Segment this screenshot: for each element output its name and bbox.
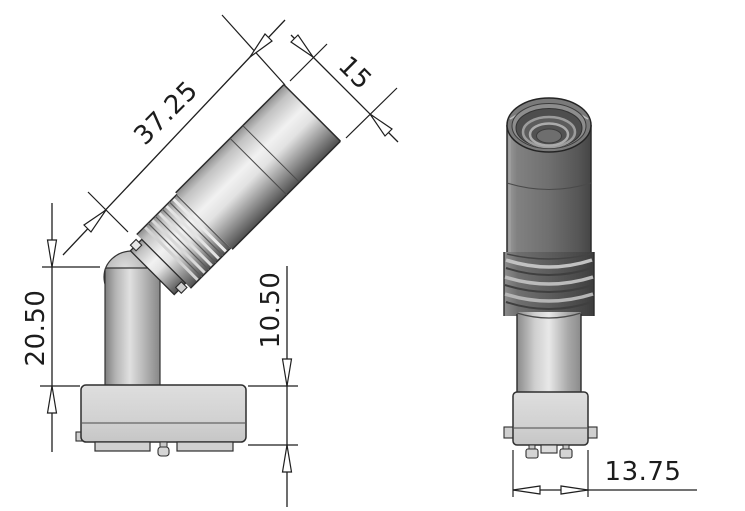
groove-highlight (144, 226, 199, 281)
barrel-seam-front (506, 182, 592, 190)
right-view: 13.75 (503, 97, 697, 497)
end-cap-notch (174, 281, 188, 294)
dimension-barrel-diameter: 15 (289, 34, 399, 143)
lens-center (536, 128, 562, 144)
groove-line (147, 222, 203, 278)
stem-front (516, 312, 582, 392)
barrel-face-edge (283, 84, 341, 142)
dim-label-post-height: 20.50 (21, 290, 51, 367)
barrel-end-cap (129, 238, 188, 296)
groove-line (168, 201, 224, 257)
dim-label-base-width: 13.75 (605, 457, 682, 487)
groove-highlight (151, 219, 206, 274)
end-cap-notch (129, 238, 143, 252)
arrowhead (281, 444, 293, 473)
grooved-collar (136, 193, 232, 289)
groove-highlight-arc (504, 292, 594, 303)
groove-highlight (165, 205, 220, 260)
extension-line (221, 14, 286, 86)
groove-dark-arc (505, 301, 593, 310)
left-view: 37.25 15 (21, 14, 399, 507)
center-tab (540, 444, 558, 454)
barrel-seam (229, 137, 288, 196)
arrowhead (512, 485, 541, 495)
arrowhead (290, 34, 314, 58)
groove-dark-arc (505, 267, 593, 276)
collar-edge (136, 193, 178, 235)
groove-highlight-arc (505, 258, 593, 269)
stem-body (517, 312, 581, 392)
base-block (512, 391, 589, 446)
groove-dark-arc (504, 284, 594, 293)
contact-pin-tip (525, 448, 539, 459)
base-foot (176, 441, 234, 452)
base-block (80, 384, 247, 443)
contact-pin-tip (157, 446, 170, 457)
groove-highlight (172, 198, 227, 253)
collar-body (136, 194, 231, 289)
barrel-seam (242, 125, 300, 183)
arrowhead (249, 33, 273, 58)
groove-section-front (503, 252, 595, 316)
extension-line (345, 87, 398, 139)
post (104, 267, 161, 389)
base-left-view (75, 384, 247, 457)
arrowhead (369, 113, 393, 137)
dim-label-barrel-length: 37.25 (129, 76, 205, 152)
arrowhead (281, 358, 293, 387)
groove-line (175, 194, 231, 250)
dim-label-base-height: 10.50 (256, 272, 286, 349)
tilted-barrel (129, 84, 341, 296)
groove-highlight (158, 212, 213, 267)
extension-line (87, 191, 129, 233)
groove-line (154, 215, 210, 271)
arrowhead (83, 209, 107, 233)
contact-pin-tip (559, 448, 573, 459)
dim-label-barrel-diameter: 15 (332, 51, 377, 96)
groove-highlight-arc (504, 275, 594, 286)
arrowhead (46, 239, 58, 268)
groove-arc (506, 253, 592, 260)
groove-line (161, 208, 217, 264)
arrowhead (46, 385, 58, 414)
extension-line (289, 43, 328, 82)
dimension-base-width: 13.75 (512, 450, 697, 497)
collar-edge (190, 247, 232, 289)
stem-top-arc (516, 312, 582, 319)
dimension-base-height: 10.50 (248, 266, 298, 507)
barrel-opening (506, 97, 592, 153)
arrowhead (560, 485, 589, 495)
dimension-post-height: 20.50 (21, 203, 100, 452)
base-front-view (503, 391, 598, 459)
base-foot (94, 441, 151, 452)
